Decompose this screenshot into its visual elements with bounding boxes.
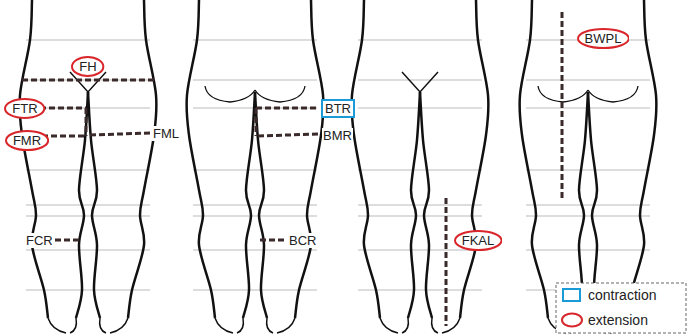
extension-sample bbox=[562, 314, 582, 327]
extension-ellipse: FH bbox=[71, 56, 104, 77]
legend-text: extension bbox=[588, 312, 648, 328]
extension-ellipse: BWPL bbox=[577, 28, 630, 49]
measure-code: FKAL bbox=[462, 233, 495, 248]
extension-ellipse: FKAL bbox=[454, 230, 503, 251]
measure-label: BCR bbox=[288, 233, 317, 248]
legend-text: contraction bbox=[588, 287, 656, 303]
measure-code: FTR bbox=[12, 101, 37, 116]
measure-label: FML bbox=[152, 126, 180, 141]
measure-code: FMR bbox=[13, 133, 41, 148]
contraction-box: BTR bbox=[321, 99, 355, 118]
extension-ellipse: FTR bbox=[4, 98, 45, 119]
measure-code: BWPL bbox=[585, 31, 622, 46]
contraction-sample bbox=[563, 289, 580, 301]
measure-label: FCR bbox=[25, 233, 54, 248]
measurement-lines bbox=[22, 12, 562, 326]
measure-code: FH bbox=[79, 59, 96, 74]
measure-code: BTR bbox=[325, 101, 351, 116]
measure-label: BMR bbox=[322, 128, 353, 143]
legend-frame bbox=[556, 283, 686, 333]
guide-lines bbox=[26, 40, 650, 290]
extension-ellipse: FMR bbox=[5, 130, 49, 151]
